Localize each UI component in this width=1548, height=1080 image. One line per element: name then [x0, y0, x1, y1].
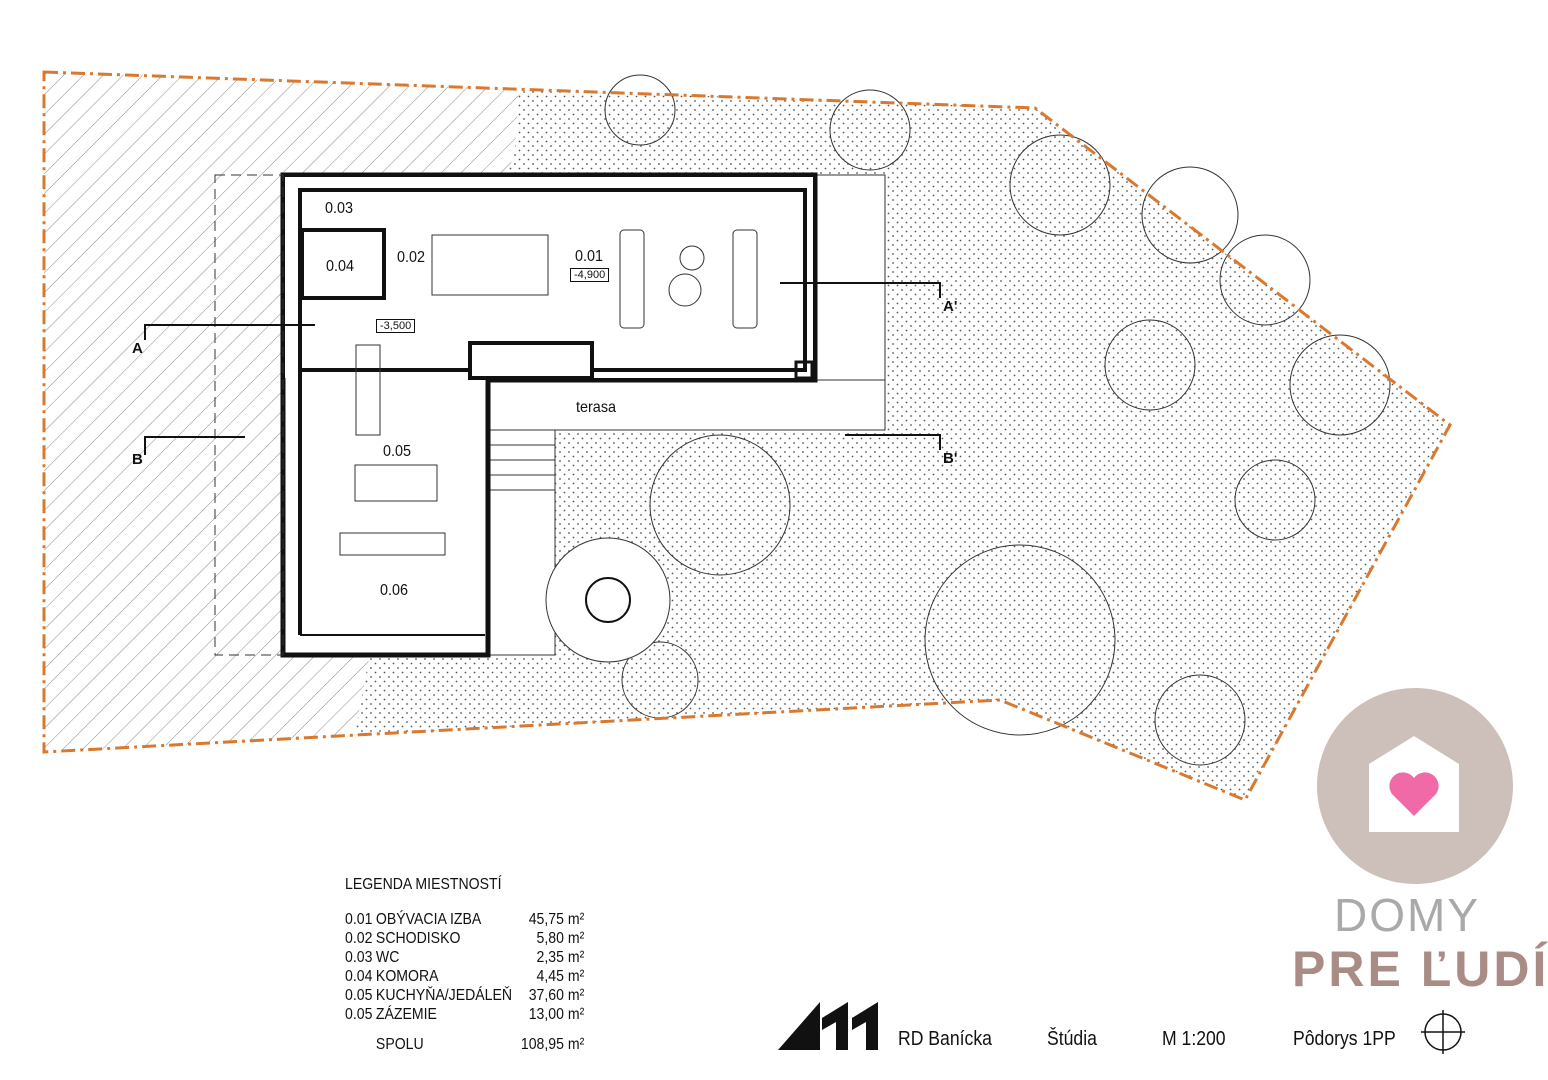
room-label-0.02: 0.02	[397, 249, 426, 266]
watermark-text-line1: DOMY	[1334, 889, 1480, 941]
north-arrow-crosshair-icon	[1421, 1010, 1465, 1054]
total-label: SPOLU	[375, 1036, 424, 1053]
house-heart-icon	[1369, 736, 1459, 832]
room-name: ZÁZEMIE	[375, 1006, 437, 1023]
room-number: 0.05	[345, 1006, 373, 1023]
section-mark-b: B	[132, 451, 143, 468]
room-label-0.06: 0.06	[380, 582, 409, 599]
room-label-0.01: 0.01	[575, 248, 604, 265]
terrace	[469, 379, 886, 431]
drawing-title: Pôdorys 1PP	[1293, 1028, 1396, 1050]
project-name: RD Banícka	[898, 1028, 992, 1050]
room-number: 0.01	[345, 911, 373, 928]
room-area: 37,60 m²	[528, 987, 585, 1004]
room-area: 13,00 m²	[528, 1006, 585, 1023]
room-name: KOMORA	[375, 968, 439, 985]
outdoor-dining-circle	[545, 537, 671, 663]
level-mark-0.01: -4,900	[570, 268, 610, 282]
room-number: 0.04	[345, 968, 373, 985]
section-mark-a-prime: A'	[943, 298, 958, 315]
room-name: OBÝVACIA IZBA	[375, 911, 482, 928]
drawing-scale: M 1:200	[1162, 1028, 1226, 1050]
total-area: 108,95 m²	[520, 1036, 585, 1053]
legend-total-row: SPOLU 108,95 m²	[345, 1024, 588, 1054]
project-phase: Štúdia	[1047, 1028, 1097, 1050]
trees	[604, 74, 1391, 766]
room-label-0.05: 0.05	[383, 443, 412, 460]
watermark-text-line2: PRE ĽUDÍ	[1292, 941, 1548, 997]
room-area: 45,75 m²	[528, 911, 585, 928]
room-number: 0.02	[345, 930, 373, 947]
legend-title: LEGENDA MIESTNOSTÍ	[345, 876, 502, 893]
room-number: 0.05	[345, 987, 373, 1004]
room-area: 4,45 m²	[536, 968, 585, 985]
studio-logo-icon	[778, 1002, 878, 1050]
section-mark-b-prime: B'	[943, 450, 958, 467]
level-mark-0.05: -3,500	[376, 319, 416, 333]
room-area: 5,80 m²	[536, 930, 585, 947]
section-mark-a: A	[132, 340, 143, 357]
room-label-0.03: 0.03	[325, 200, 354, 217]
room-name: WC	[375, 949, 400, 966]
room-area: 2,35 m²	[536, 949, 585, 966]
room-name: KUCHYŇA/JEDÁLEŇ	[375, 987, 513, 1004]
room-label-0.04: 0.04	[326, 258, 355, 275]
watermark-logo	[1317, 688, 1513, 884]
plot-boundary	[42, 70, 1452, 802]
terrace-label: terasa	[576, 399, 617, 416]
room-name: SCHODISKO	[375, 930, 461, 947]
room-number: 0.03	[345, 949, 373, 966]
